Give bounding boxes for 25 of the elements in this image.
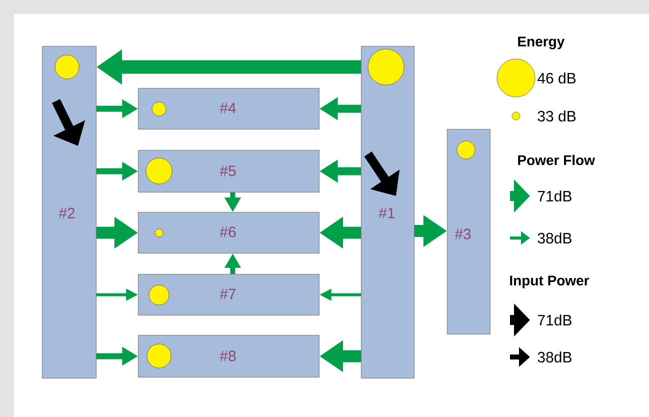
legend-heading: Energy	[518, 36, 565, 50]
legend-heading: Input Power	[510, 276, 590, 288]
room-label: #1	[378, 208, 395, 218]
room-label: #2	[58, 208, 75, 218]
legend-text: 38dB	[538, 351, 572, 362]
legend-text: 46 dB	[538, 72, 576, 84]
legend-heading: Power Flow	[518, 154, 595, 166]
room-box	[138, 212, 320, 254]
room-label: #5	[220, 166, 236, 176]
room-label: #3	[454, 228, 471, 240]
legend-text: 38dB	[538, 232, 572, 244]
legend-text: 33 dB	[538, 110, 576, 122]
room-box	[138, 335, 320, 378]
column-box	[361, 46, 414, 378]
room-box	[138, 274, 320, 316]
column-box	[447, 129, 490, 334]
room-label: #7	[220, 288, 236, 300]
room-label: #6	[220, 226, 236, 238]
room-label: #8	[220, 350, 236, 362]
column-box	[42, 46, 96, 378]
legend-text: 71dB	[538, 314, 572, 326]
room-label: #4	[220, 102, 236, 114]
legend-text: 71dB	[538, 190, 572, 202]
room-box	[138, 150, 320, 192]
room-box	[138, 88, 320, 130]
